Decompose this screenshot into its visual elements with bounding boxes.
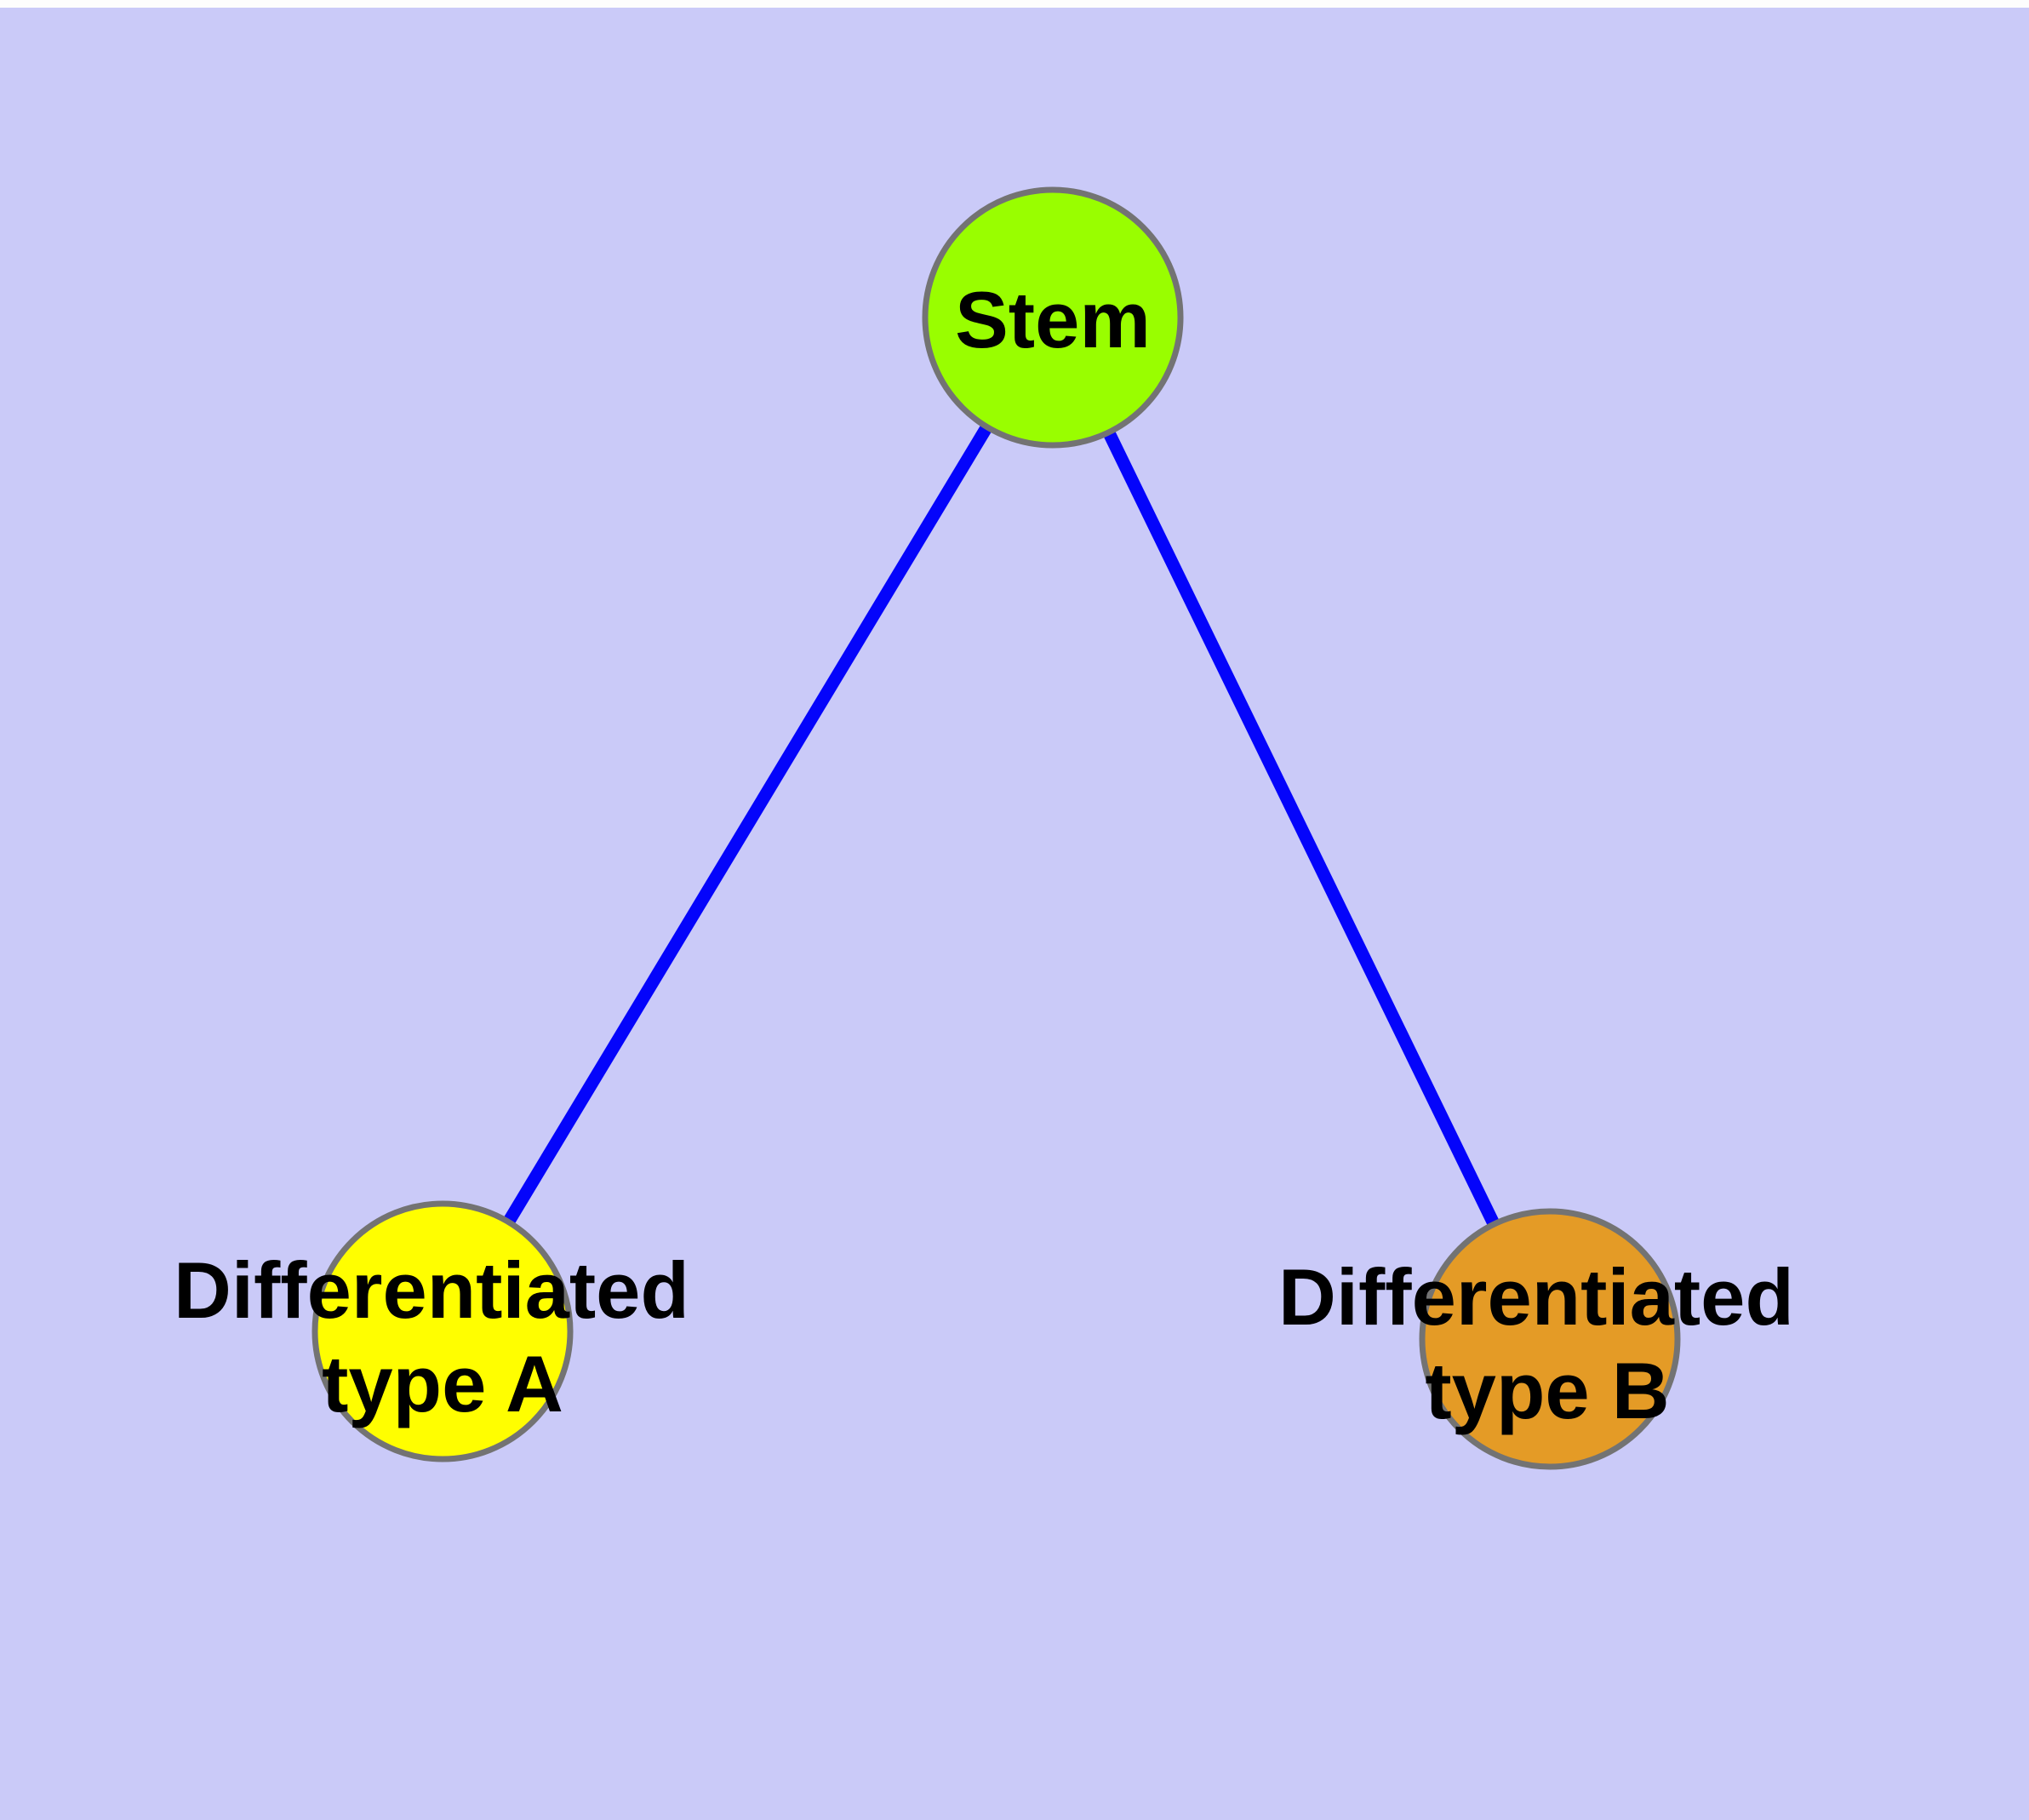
edge-stem-to-type-b	[1047, 314, 1556, 1342]
edge-stem-to-type-a	[437, 314, 1059, 1335]
node-type-b-label-line1: Differentiated	[1278, 1252, 1794, 1342]
node-differentiated-type-a	[311, 1200, 574, 1462]
node-differentiated-type-b	[1419, 1208, 1681, 1470]
node-type-b-label: Differentiated type B	[1278, 1252, 1816, 1435]
node-type-b-label-line2: type B	[1425, 1346, 1669, 1435]
node-type-a-label-line1: Differentiated	[174, 1245, 689, 1335]
node-stem-label: Stem	[955, 275, 1151, 364]
node-type-a-label-line2: type A	[322, 1339, 563, 1428]
top-margin-strip	[0, 0, 2029, 8]
node-type-a-label: Differentiated type A	[174, 1245, 712, 1428]
node-stem	[922, 186, 1184, 449]
